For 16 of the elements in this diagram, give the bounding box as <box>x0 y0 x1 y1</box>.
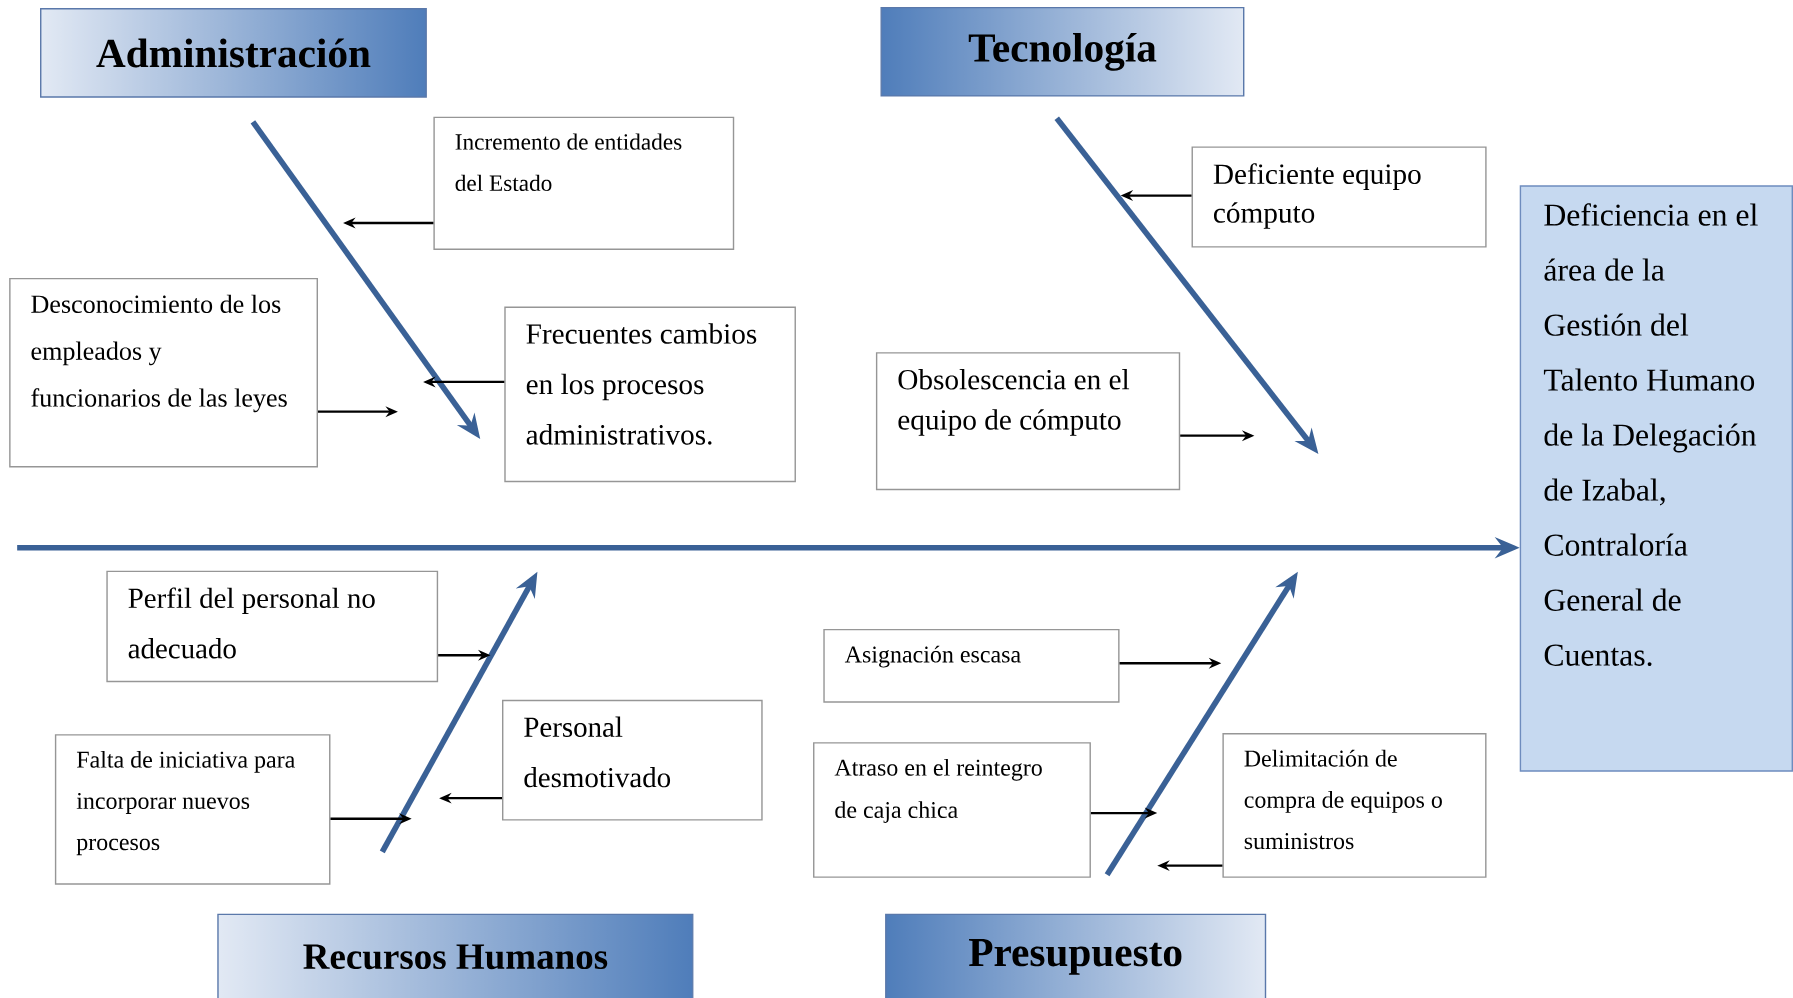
category-header: Presupuesto <box>885 913 1267 998</box>
category-header: Tecnología <box>880 6 1245 97</box>
cause-box: Atraso en el reintegro de caja chica <box>813 742 1091 878</box>
cause-box: Asignación escasa <box>823 628 1120 703</box>
cause-box: Falta de iniciativa para incorporar nuevos procesos <box>54 734 331 885</box>
cause-box: Desconocimiento de los empleados y funcionarios de las leyes <box>9 277 318 468</box>
cause-box: Deficiente equipo cómputo <box>1191 146 1487 248</box>
cause-box: Frecuentes cambios en los procesos administrativos. <box>504 306 796 483</box>
category-header: Recursos Humanos <box>217 913 694 998</box>
category-header: Administración <box>40 7 427 98</box>
cause-box: Perfil del personal no adecuado <box>106 570 439 683</box>
effect-box: Deficiencia en el área de la Gestión del Talento Humano de la Delegación de Izabal, Contraloría General de Cuentas. <box>1519 185 1793 772</box>
cause-box: Incremento de entidades del Estado <box>433 116 735 250</box>
cause-box: Personal desmotivado <box>502 699 763 821</box>
cause-box: Delimitación de compra de equipos o suministros <box>1222 732 1487 878</box>
cause-box: Obsolescencia en el equipo de cómputo <box>875 352 1181 490</box>
